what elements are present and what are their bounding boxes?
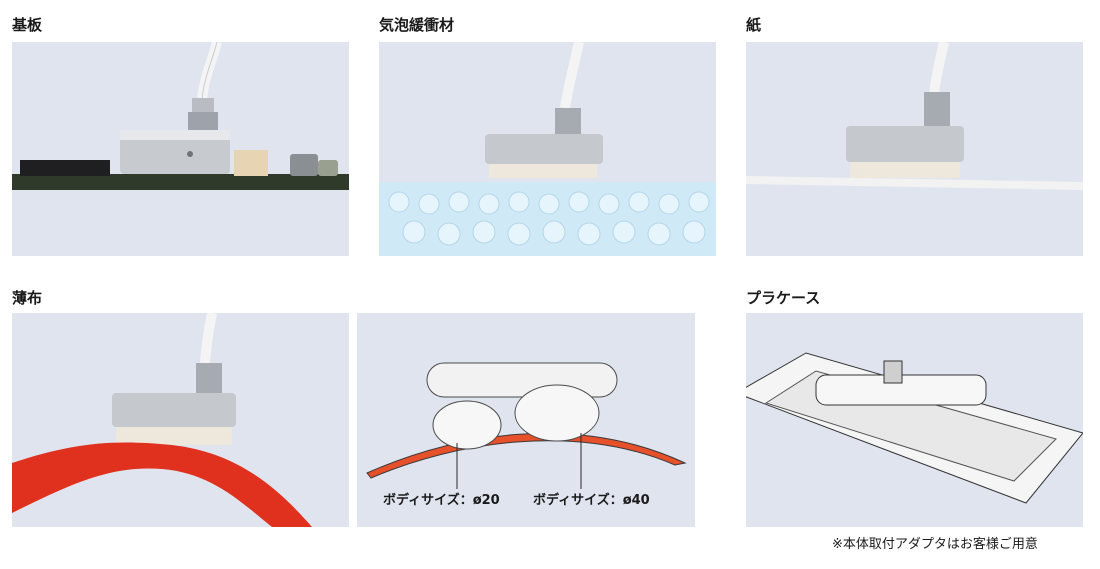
callout-body-size-large: ボディサイズ：ø40 (533, 493, 650, 508)
illustration-plastic-case (746, 313, 1083, 527)
label-thin-cloth: 薄布 (12, 289, 43, 307)
footnote: ※本体取付アダプタはお客様ご用意 (832, 537, 1038, 552)
label-pcb: 基板 (12, 16, 43, 34)
illustration-body-sizes: ボディサイズ：ø20 ボディサイズ：ø40 (357, 313, 695, 527)
photo-bubble-wrap (379, 42, 716, 256)
label-paper: 紙 (746, 16, 762, 34)
photo-paper (746, 42, 1083, 256)
label-bubble-wrap: 気泡緩衝材 (379, 16, 455, 34)
label-plastic-case: プラケース (746, 289, 821, 307)
callout-body-size-small: ボディサイズ：ø20 (383, 493, 500, 508)
photo-thin-cloth (12, 313, 349, 527)
photo-pcb (12, 42, 349, 256)
